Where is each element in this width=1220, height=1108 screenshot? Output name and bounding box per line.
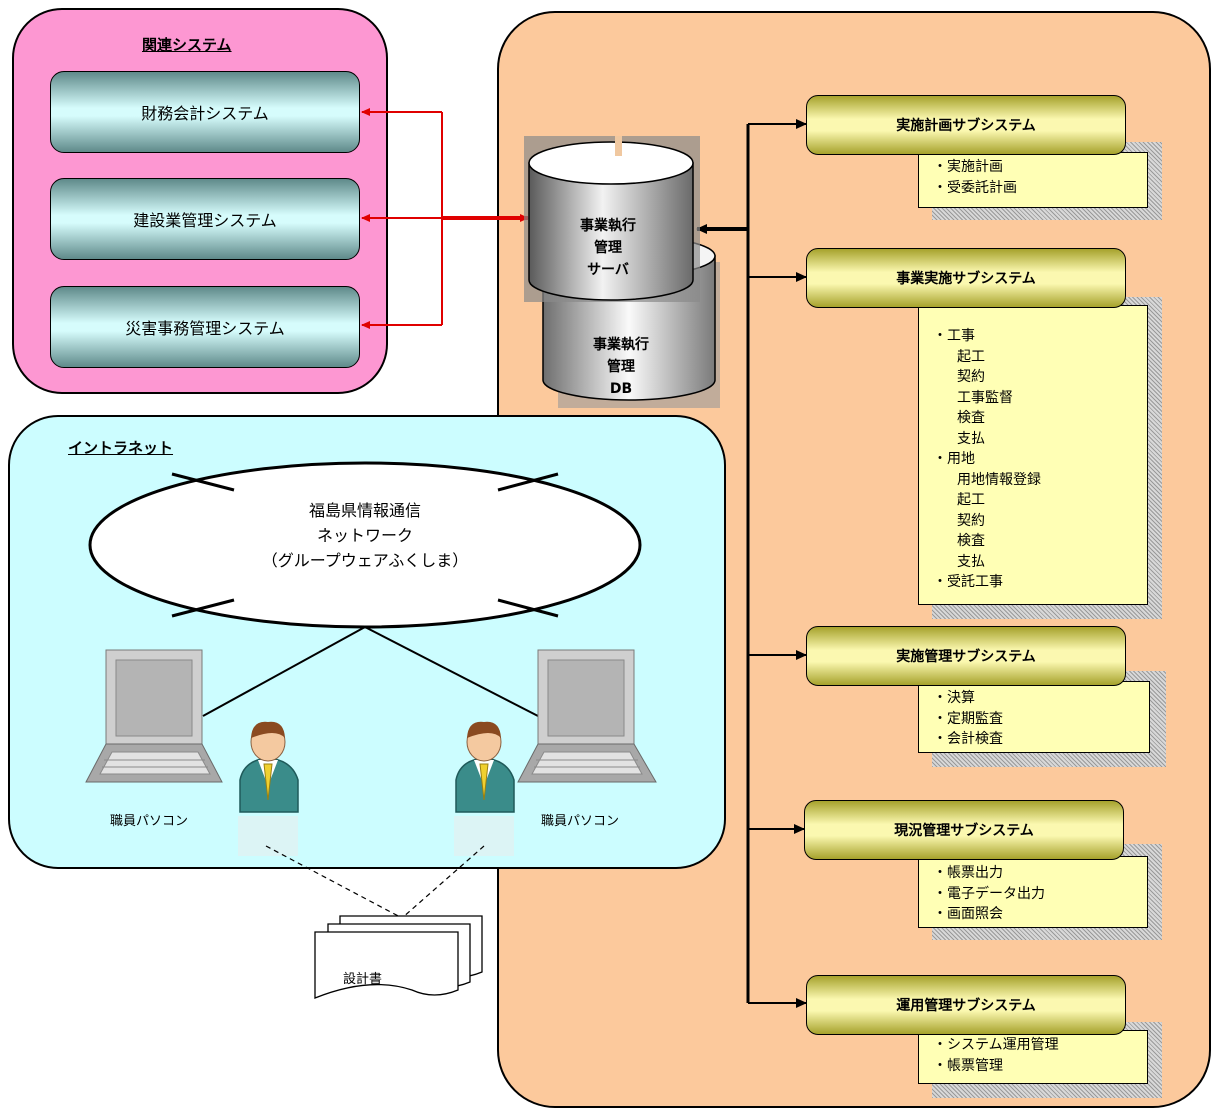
memo-item: ・用地 (933, 451, 975, 467)
network-label-line: ネットワーク (316, 526, 413, 545)
intranet-title: イントラネット (68, 439, 174, 457)
memo-item: ・決算 (933, 690, 975, 706)
memo-item: 用地情報登録 (957, 471, 1041, 488)
person-left-icon (238, 721, 299, 856)
memo-item: ・工事 (933, 328, 975, 344)
system-label: 災害事務管理システム (125, 319, 285, 338)
subsystem-1-items: ・実施計画 ・受委託計画 (918, 152, 1148, 208)
memo-item: 支払 (957, 553, 985, 570)
server-label-line: 管理 (594, 240, 622, 256)
db-label-line: 事業執行 (593, 337, 649, 353)
database-label: 事業執行 管理 DB (576, 334, 666, 400)
construction-industry-system[interactable]: 建設業管理システム (50, 178, 360, 260)
subsystem-execution-management[interactable]: 実施管理サブシステム (806, 626, 1126, 686)
memo-item: 起工 (957, 348, 985, 365)
pc-left-label: 職員パソコン (110, 814, 189, 829)
memo-item: 契約 (957, 369, 985, 385)
pc-right-label: 職員パソコン (541, 814, 620, 829)
server-label-line: サーバ (587, 262, 629, 278)
subsystem-label: 運用管理サブシステム (896, 998, 1036, 1014)
subsystem-label: 実施管理サブシステム (896, 649, 1036, 665)
network-ellipse (88, 461, 642, 717)
memo-item: ・会計検査 (933, 731, 1003, 747)
memo-item: 検査 (957, 410, 985, 426)
db-label-line: DB (609, 381, 633, 397)
memo-item: ・システム運用管理 (933, 1037, 1059, 1053)
subsystem-4-items: ・帳票出力 ・電子データ出力 ・画面照会 (918, 856, 1148, 928)
memo-item: ・実施計画 (933, 159, 1003, 175)
document-stack-icon (314, 915, 483, 999)
memo-item: 工事監督 (957, 389, 1013, 406)
subsystem-label: 実施計画サブシステム (896, 118, 1036, 134)
system-label: 建設業管理システム (133, 211, 277, 230)
memo-item: 契約 (957, 512, 985, 529)
system-label: 財務会計システム (141, 104, 269, 123)
subsystem-3-items: ・決算 ・定期監査 ・会計検査 (918, 681, 1150, 753)
subsystem-label: 事業実施サブシステム (896, 271, 1036, 287)
memo-item: 検査 (957, 533, 985, 549)
related-system-connectors (361, 108, 529, 329)
subsystem-bus (696, 119, 807, 1008)
subsystem-5-items: ・システム運用管理 ・帳票管理 (918, 1030, 1148, 1084)
subsystem-label: 現況管理サブシステム (894, 823, 1034, 839)
network-label: 福島県情報通信 ネットワーク （グループウェアふくしま） (215, 498, 515, 573)
related-systems-title: 関連システム (142, 36, 232, 54)
laptop-right-icon (517, 649, 657, 783)
financial-accounting-system[interactable]: 財務会計システム (50, 71, 360, 153)
network-label-line: 福島県情報通信 (308, 501, 421, 520)
memo-item: ・電子データ出力 (933, 885, 1045, 902)
db-label-line: 管理 (607, 359, 635, 375)
server-label-line: 事業執行 (580, 218, 636, 234)
memo-item: 支払 (957, 430, 985, 447)
memo-item: ・定期監査 (933, 710, 1003, 727)
disaster-affairs-system[interactable]: 災害事務管理システム (50, 286, 360, 368)
memo-item: ・画面照会 (933, 906, 1003, 922)
server-cylinder (524, 136, 700, 302)
server-label: 事業執行 管理 サーバ (563, 215, 653, 281)
network-label-line: （グループウェアふくしま） (261, 551, 469, 570)
memo-item: ・帳票管理 (933, 1057, 1003, 1074)
memo-item: ・受委託計画 (933, 179, 1017, 196)
person-right-icon (454, 721, 515, 856)
memo-item: ・受託工事 (933, 574, 1003, 590)
laptop-left-icon (85, 649, 223, 783)
subsystem-operation-management[interactable]: 運用管理サブシステム (806, 975, 1126, 1035)
document-label: 設計書 (343, 972, 383, 987)
subsystem-status-management[interactable]: 現況管理サブシステム (804, 800, 1124, 860)
subsystem-implementation-plan[interactable]: 実施計画サブシステム (806, 95, 1126, 155)
memo-item: ・帳票出力 (933, 865, 1003, 881)
memo-item: 起工 (957, 492, 985, 508)
document-links (265, 845, 485, 919)
